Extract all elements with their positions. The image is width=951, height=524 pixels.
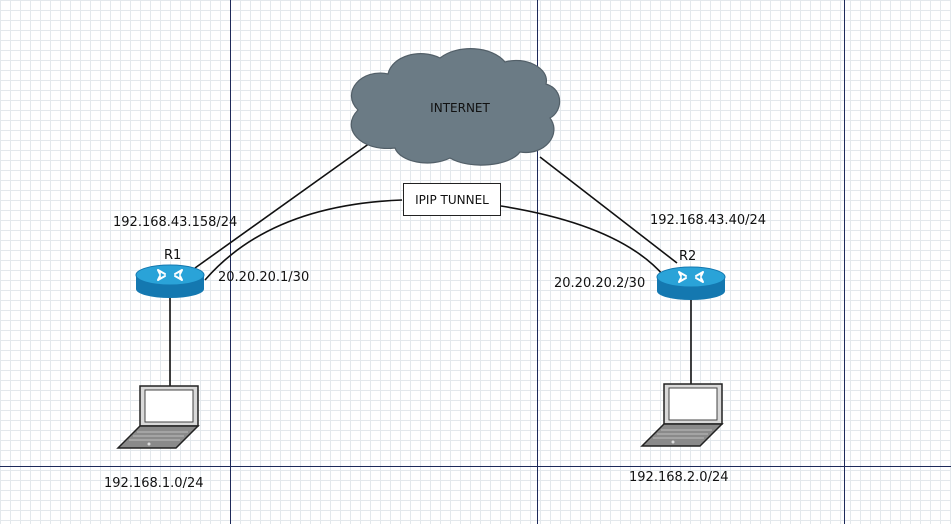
- cloud-icon[interactable]: [350, 48, 561, 166]
- r1-name-label: R1: [164, 248, 182, 263]
- r1-lan-label: 192.168.1.0/24: [104, 476, 204, 491]
- r2-internet-link[interactable]: [539, 156, 678, 264]
- r1-internet-link[interactable]: [194, 142, 371, 269]
- r2-lan-label: 192.168.2.0/24: [629, 470, 729, 485]
- router-icon[interactable]: [135, 264, 205, 298]
- r2-tunnel-link[interactable]: [500, 205, 665, 277]
- r1-tunnel-link[interactable]: [204, 199, 403, 281]
- r1-tunnel-ip-label: 20.20.20.1/30: [218, 270, 310, 285]
- tunnel-box[interactable]: IPIP TUNNEL: [403, 183, 501, 216]
- r2-name-label: R2: [679, 249, 697, 264]
- page-break-line: [844, 0, 845, 524]
- r2-wan-ip-label: 192.168.43.40/24: [650, 213, 767, 228]
- laptop-icon[interactable]: [116, 385, 200, 449]
- laptop-icon[interactable]: [640, 383, 724, 447]
- page-break-line: [537, 0, 538, 524]
- r2-tunnel-ip-label: 20.20.20.2/30: [554, 276, 646, 291]
- router-icon[interactable]: [656, 266, 726, 300]
- tunnel-label: IPIP TUNNEL: [415, 192, 489, 207]
- r1-wan-ip-label: 192.168.43.158/24: [113, 215, 238, 230]
- cloud-label: INTERNET: [430, 101, 490, 115]
- page-break-line: [230, 0, 231, 524]
- page-break-line: [0, 466, 951, 467]
